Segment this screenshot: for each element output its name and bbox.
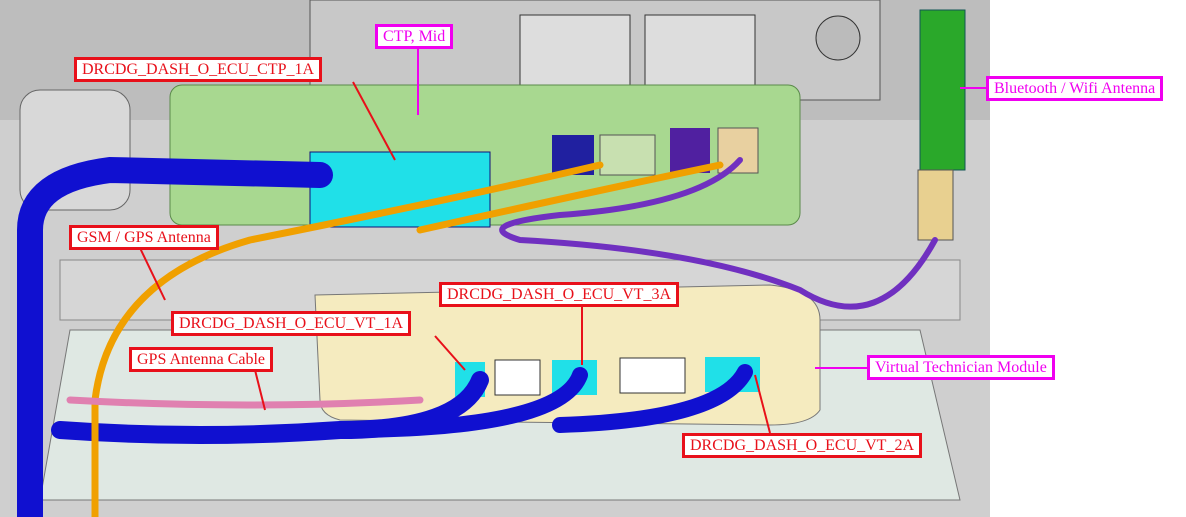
- ctp-connector: [309, 151, 491, 228]
- callout-bluetooth-wifi-antenna: Bluetooth / Wifi Antenna: [986, 76, 1164, 101]
- wifi-antenna-cable: [499, 157, 938, 310]
- gps-antenna-cable: [66, 396, 424, 409]
- callout-gps-antenna-cable: GPS Antenna Cable: [129, 347, 273, 372]
- callout-gsm-gps-antenna: GSM / GPS Antenna: [69, 225, 219, 250]
- callout-ctp-connector: DRCDG_DASH_O_ECU_CTP_1A: [74, 57, 323, 82]
- callout-vt-1a: DRCDG_DASH_O_ECU_VT_1A: [171, 311, 412, 336]
- callout-vt-2a: DRCDG_DASH_O_ECU_VT_2A: [682, 433, 923, 458]
- callout-virtual-technician-module: Virtual Technician Module: [867, 355, 1055, 380]
- main-harness: [17, 156, 333, 517]
- callout-vt-3a: DRCDG_DASH_O_ECU_VT_3A: [439, 282, 680, 307]
- gsm-gps-antenna-cable: [91, 161, 604, 517]
- callout-ctp-mid: CTP, Mid: [375, 24, 454, 49]
- bluetooth-wifi-antenna: [919, 9, 966, 171]
